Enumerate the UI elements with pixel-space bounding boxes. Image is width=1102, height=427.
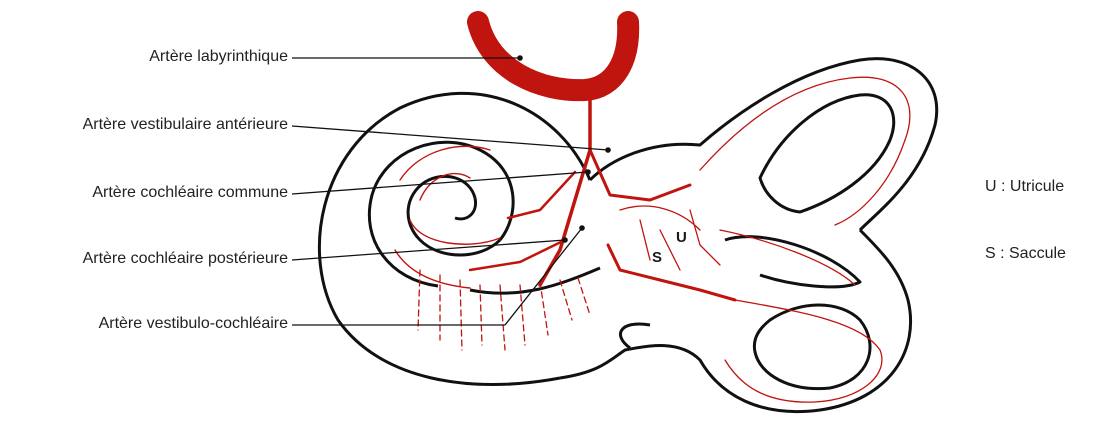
label-vestibulo-cochlear-artery: Artère vestibulo-cochléaire: [99, 315, 288, 333]
labyrinth-outline: [319, 59, 936, 412]
label-common-cochlear-artery: Artère cochléaire commune: [92, 184, 288, 202]
legend-saccule: S : Saccule: [985, 245, 1066, 263]
label-anterior-vestibular-artery: Artère vestibulaire antérieure: [83, 116, 288, 134]
legend-utricle: U : Utricule: [985, 178, 1064, 196]
label-labyrinthine-artery: Artère labyrinthique: [149, 48, 288, 66]
saccule-letter: S: [652, 249, 662, 266]
labyrinthine-artery-trunk: [478, 22, 628, 90]
utricle-letter: U: [676, 229, 687, 246]
leader-ant-vestibular: [292, 126, 608, 150]
leader-post-cochlear: [292, 240, 565, 260]
label-posterior-cochlear-artery: Artère cochléaire postérieure: [83, 250, 288, 268]
